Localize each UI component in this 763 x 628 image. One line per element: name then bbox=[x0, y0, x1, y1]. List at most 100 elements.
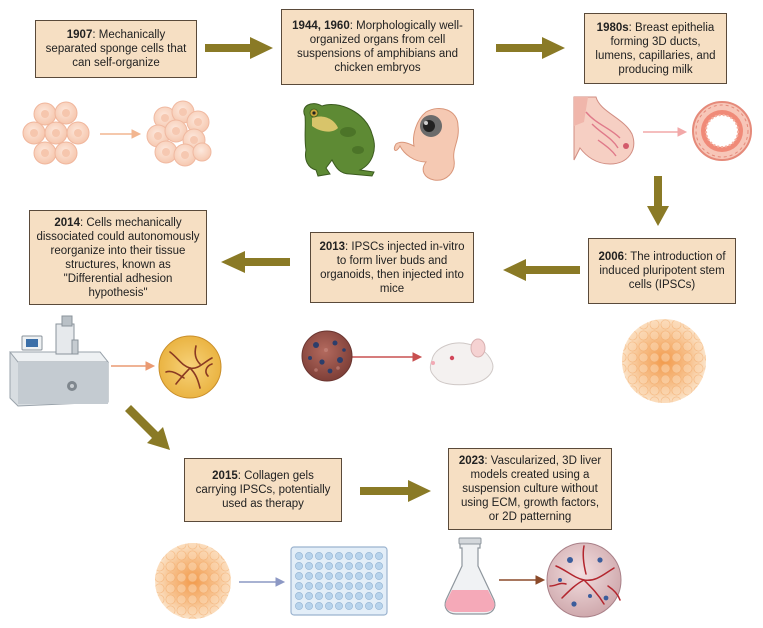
well bbox=[375, 582, 383, 590]
well bbox=[295, 572, 303, 580]
event-text: : Cells mechanically dissociated could a… bbox=[36, 216, 200, 299]
arrow-2014-to-2015 bbox=[125, 405, 170, 450]
aggregated-cells-icon bbox=[146, 100, 212, 167]
small-arrow-collagen bbox=[239, 577, 286, 587]
well bbox=[315, 552, 323, 560]
arrow-2015-to-2023 bbox=[360, 480, 431, 502]
well bbox=[375, 602, 383, 610]
box-2023: 2023: Vascularized, 3D liver models crea… bbox=[448, 448, 612, 530]
well bbox=[305, 572, 313, 580]
well bbox=[295, 592, 303, 600]
well bbox=[345, 602, 353, 610]
well bbox=[345, 582, 353, 590]
arrow-1944-to-1980s bbox=[496, 37, 565, 59]
well bbox=[325, 602, 333, 610]
box-2014: 2014: Cells mechanically dissociated cou… bbox=[29, 210, 207, 305]
well bbox=[295, 582, 303, 590]
year-label: 2013 bbox=[319, 240, 346, 253]
vascularized-liver-icon bbox=[546, 542, 622, 618]
duct-cross-section-icon bbox=[692, 101, 752, 161]
well bbox=[365, 592, 373, 600]
small-arrow-sponge bbox=[100, 129, 142, 139]
frog-icon bbox=[303, 103, 375, 177]
box-1944-1960: 1944, 1960: Morphologically well-organiz… bbox=[281, 9, 474, 85]
chicken-embryo-icon bbox=[393, 108, 459, 181]
well bbox=[325, 552, 333, 560]
well bbox=[305, 592, 313, 600]
well bbox=[315, 582, 323, 590]
box-2006: 2006: The introduction of induced plurip… bbox=[588, 238, 736, 304]
mouse-icon bbox=[429, 338, 494, 386]
well bbox=[335, 602, 343, 610]
event-text: : Vascularized, 3D liver models created … bbox=[460, 455, 602, 523]
arrow-1980s-to-2006 bbox=[647, 176, 669, 226]
well bbox=[345, 552, 353, 560]
well bbox=[325, 562, 333, 570]
well bbox=[295, 562, 303, 570]
well bbox=[355, 552, 363, 560]
event-text: : The introduction of induced pluripoten… bbox=[599, 251, 726, 291]
well bbox=[325, 582, 333, 590]
year-label: 1944, 1960 bbox=[292, 20, 350, 32]
year-label: 2015 bbox=[212, 470, 238, 482]
year-label: 1907 bbox=[66, 29, 93, 41]
well bbox=[345, 592, 353, 600]
well bbox=[375, 572, 383, 580]
small-arrow-breast bbox=[643, 127, 688, 137]
well bbox=[355, 582, 363, 590]
well bbox=[325, 572, 333, 580]
arrow-1907-to-1944 bbox=[205, 37, 273, 59]
arrow-2013-to-2014 bbox=[221, 251, 290, 273]
event-text: : Collagen gels carrying IPSCs, potentia… bbox=[195, 470, 331, 510]
event-text: : Breast epithelia forming 3D ducts, lum… bbox=[595, 21, 716, 76]
well bbox=[315, 572, 323, 580]
well bbox=[305, 562, 313, 570]
cell-aggregate-icon bbox=[155, 543, 231, 619]
well bbox=[305, 552, 313, 560]
flask-icon bbox=[444, 537, 496, 615]
main-arrows bbox=[125, 37, 669, 502]
well bbox=[295, 602, 303, 610]
well bbox=[365, 552, 373, 560]
well-plate-icon bbox=[290, 546, 388, 616]
well bbox=[345, 562, 353, 570]
well bbox=[365, 562, 373, 570]
well bbox=[335, 582, 343, 590]
year-label: 2014 bbox=[54, 216, 80, 229]
well bbox=[305, 602, 313, 610]
well bbox=[315, 592, 323, 600]
well bbox=[345, 572, 353, 580]
well bbox=[355, 592, 363, 600]
well bbox=[365, 582, 373, 590]
well bbox=[315, 562, 323, 570]
small-arrow-flask bbox=[499, 575, 546, 585]
well bbox=[335, 572, 343, 580]
small-arrow-machine bbox=[111, 361, 156, 371]
well bbox=[325, 592, 333, 600]
box-2015: 2015: Collagen gels carrying IPSCs, pote… bbox=[184, 458, 342, 522]
event-text: : Morphologically well-organized organs … bbox=[296, 20, 463, 74]
well bbox=[355, 572, 363, 580]
well bbox=[335, 552, 343, 560]
well bbox=[365, 602, 373, 610]
sponge-cells-icon bbox=[22, 101, 90, 165]
event-text: : IPSCs injected in-vitro to form liver … bbox=[320, 240, 465, 295]
well bbox=[355, 602, 363, 610]
liver-organoid-icon bbox=[301, 330, 353, 382]
well bbox=[375, 592, 383, 600]
small-arrows bbox=[100, 127, 688, 587]
small-arrow-organoid bbox=[349, 352, 423, 362]
year-label: 1980s bbox=[596, 21, 629, 34]
well bbox=[335, 592, 343, 600]
well bbox=[375, 562, 383, 570]
year-label: 2006 bbox=[598, 251, 625, 263]
year-label: 2023 bbox=[458, 455, 485, 467]
well bbox=[305, 582, 313, 590]
well bbox=[315, 602, 323, 610]
well bbox=[375, 552, 383, 560]
breast-icon bbox=[573, 96, 636, 167]
arrow-2006-to-2013 bbox=[503, 259, 580, 281]
vascular-spheroid-icon bbox=[158, 335, 222, 399]
box-1907: 1907: Mechanically separated sponge cell… bbox=[35, 20, 197, 78]
